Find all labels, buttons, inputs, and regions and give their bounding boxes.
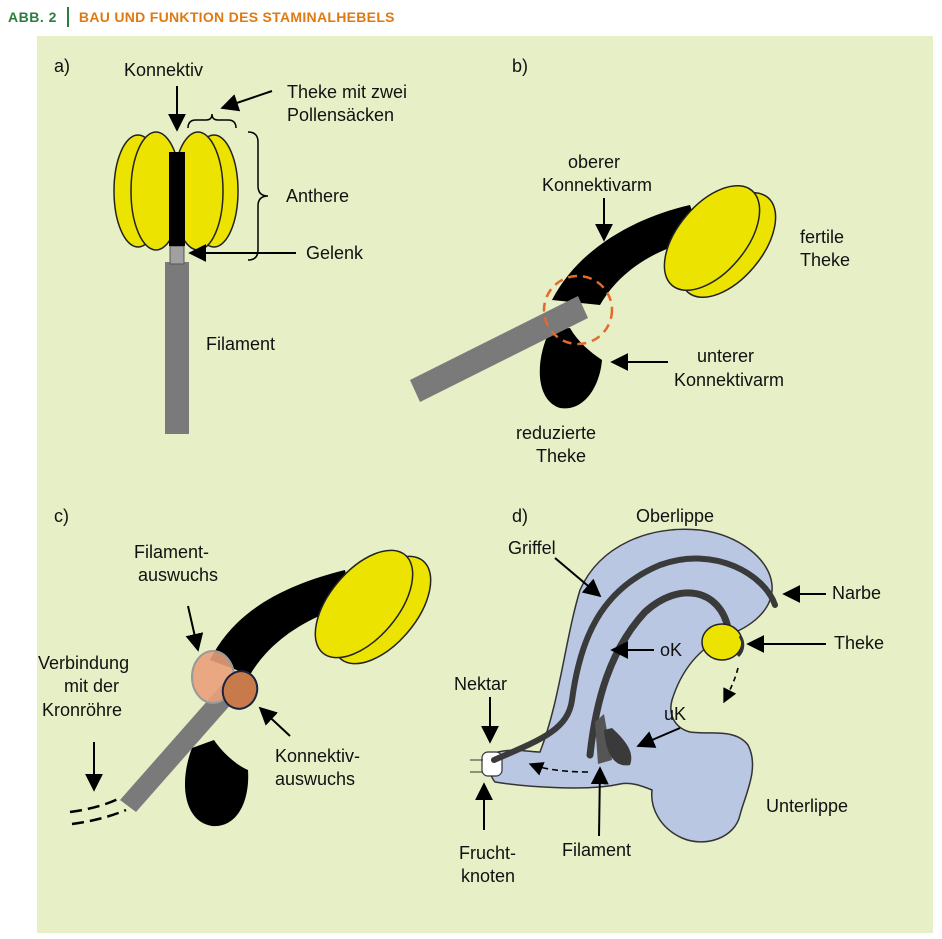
label-unterer-line2: Konnektivarm: [674, 370, 784, 390]
panel-c-letter: c): [54, 506, 69, 526]
filament-b: [410, 296, 588, 402]
label-gelenk: Gelenk: [306, 243, 364, 263]
panel-b: b) oberer Konnektivarm fertile Theke unt…: [410, 56, 850, 466]
fertile-theke-front: [663, 184, 761, 292]
label-narbe: Narbe: [832, 583, 881, 603]
label-oberlippe: Oberlippe: [636, 506, 714, 526]
lower-connective-arm: [539, 328, 602, 409]
hinge-circle: [542, 274, 614, 346]
label-unterer-line1: unterer: [697, 346, 754, 366]
label-oberer-line2: Konnektivarm: [542, 175, 652, 195]
arrow-filament-outgrowth: [185, 605, 204, 652]
label-ok: oK: [660, 640, 682, 660]
uk-connective-arm: [604, 728, 632, 766]
label-unterlippe: Unterlippe: [766, 796, 848, 816]
panel-d-letter: d): [512, 506, 528, 526]
label-filament-a: Filament: [206, 334, 275, 354]
label-filament-line1: Filament-: [134, 542, 209, 562]
arrow-uk: [636, 727, 681, 748]
arrow-theke: [220, 90, 273, 112]
receptacle-lines: [470, 759, 483, 773]
upper-connective-arm: [552, 205, 702, 305]
label-reduzierte-line2: Theke: [536, 446, 586, 466]
filament-c: [120, 682, 240, 812]
gelenk-joint: [169, 245, 185, 265]
label-nektar: Nektar: [454, 674, 507, 694]
panel-d: d) Oberlippe Griffel Narbe oK Theke Nekt…: [454, 506, 884, 886]
label-konnektiv: Konnektiv: [124, 60, 203, 80]
label-uk: uK: [664, 704, 686, 724]
panel-b-letter: b): [512, 56, 528, 76]
filament-d: [595, 714, 612, 764]
figure-title: BAU UND FUNKTION DES STAMINALHEBELS: [78, 9, 395, 25]
kronroehre-line-upper: [69, 796, 121, 814]
label-theke-line1: Theke mit zwei: [287, 82, 407, 102]
arrow-konnektiv-outgrowth: [258, 706, 291, 737]
theke-movement-arrow: [723, 667, 739, 704]
panel-a-letter: a): [54, 56, 70, 76]
label-konnektiv-line1: Konnektiv-: [275, 746, 360, 766]
nectar-path-arrow: [528, 762, 589, 776]
filament-a: [165, 262, 189, 434]
theke-d-rim: [736, 635, 745, 658]
label-verbindung-line2: mit der: [64, 676, 119, 696]
label-anthere: Anthere: [286, 186, 349, 206]
griffel-style: [491, 555, 778, 763]
flower-outline: [489, 528, 773, 843]
brace-anthere: [247, 131, 269, 261]
label-frucht-line2: knoten: [461, 866, 515, 886]
label-fertile-line1: fertile: [800, 227, 844, 247]
arrow-griffel: [554, 557, 602, 598]
upper-connective-arm-c: [210, 570, 352, 675]
header-divider: [66, 7, 69, 27]
arrow-filament-d: [590, 766, 609, 837]
label-filament-line2: auswuchs: [138, 565, 218, 585]
label-theke-line2: Pollensäcken: [287, 105, 394, 125]
label-reduzierte-line1: reduzierte: [516, 423, 596, 443]
label-verbindung-line3: Kronröhre: [42, 700, 122, 720]
lower-connective-arm-c: [184, 740, 249, 827]
kronroehre-line-lower: [71, 808, 127, 826]
label-verbindung-line1: Verbindung: [38, 653, 129, 673]
brace-theke: [187, 113, 237, 129]
theke-c-front: [314, 549, 414, 659]
label-filament-d: Filament: [562, 840, 631, 860]
connective-outgrowth: [221, 670, 259, 710]
label-konnektiv-line2: auswuchs: [275, 769, 355, 789]
label-griffel: Griffel: [508, 538, 556, 558]
label-frucht-line1: Frucht-: [459, 843, 516, 863]
panel-a: a) Konnektiv Theke mit zwei Pollensäcken…: [54, 56, 407, 434]
konnektiv-a: [169, 152, 185, 246]
label-fertile-line2: Theke: [800, 250, 850, 270]
panel-c: c) Filament- auswuchs Verbindung mit der…: [38, 506, 432, 827]
label-oberer-line1: oberer: [568, 152, 620, 172]
theke-d: [701, 623, 743, 661]
figure-header: ABB. 2 BAU UND FUNKTION DES STAMINALHEBE…: [8, 6, 395, 28]
figure-number: ABB. 2: [8, 9, 57, 25]
ok-connective-arm: [586, 589, 732, 759]
label-theke-d: Theke: [834, 633, 884, 653]
